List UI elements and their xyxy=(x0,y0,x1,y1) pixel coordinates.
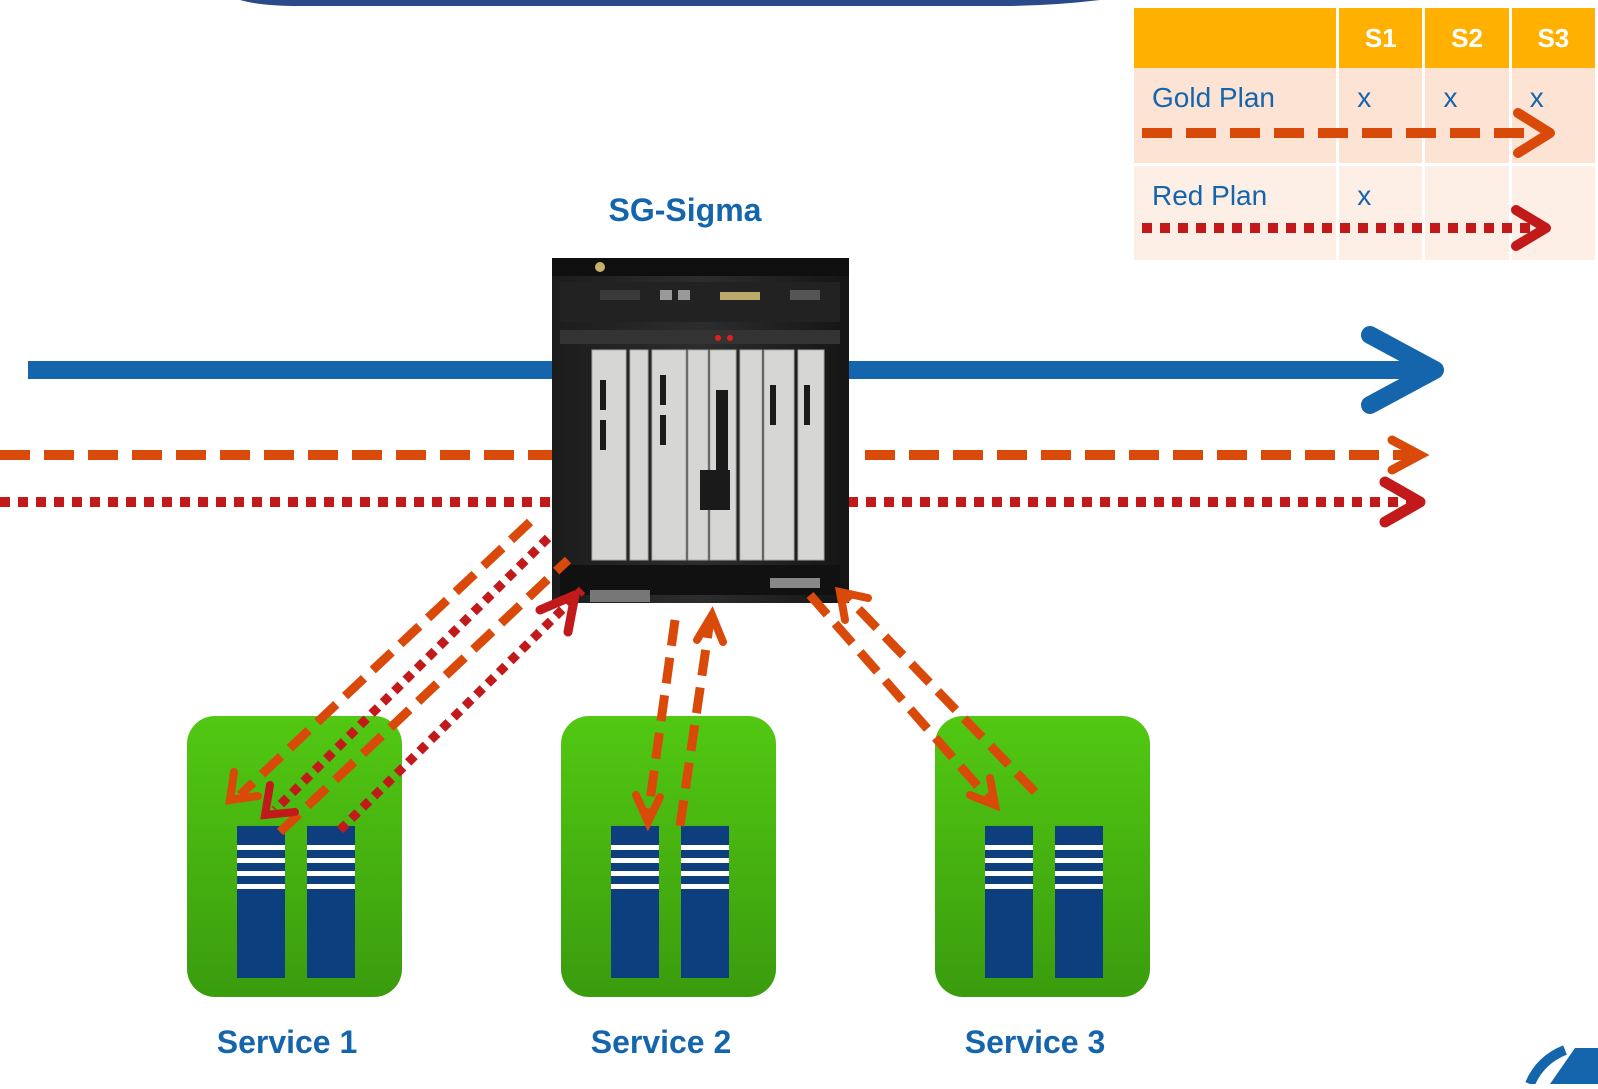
arrowhead-icon xyxy=(1387,435,1430,475)
service-1-label: Service 1 xyxy=(216,1024,358,1060)
red-plan-flow xyxy=(0,476,1426,528)
header-banner xyxy=(240,0,1100,6)
legend-header-s3: S3 xyxy=(1510,8,1598,68)
arrowhead-icon xyxy=(260,781,299,820)
legend-header-s2: S2 xyxy=(1423,8,1512,68)
legend-mark: x xyxy=(1337,68,1426,166)
main-traffic-flow xyxy=(28,326,1444,414)
arrowhead-icon xyxy=(1379,476,1426,528)
legend-row-red: Red Plan x xyxy=(1134,164,1598,260)
service-3-chain xyxy=(806,586,1039,812)
legend-mark: x xyxy=(1337,164,1426,260)
service-1-chain xyxy=(225,518,586,836)
logo-fragment xyxy=(1525,1045,1598,1087)
arrowhead-icon xyxy=(632,791,664,832)
arrowhead-icon xyxy=(966,774,1001,812)
arrowhead-icon xyxy=(1361,326,1444,414)
arrowhead-icon xyxy=(693,606,727,646)
service-2-label: Service 2 xyxy=(590,1024,732,1060)
legend-row-gold: Gold Plan x x x xyxy=(1134,68,1598,166)
gold-plan-flow xyxy=(0,435,1430,475)
device-title: SG-Sigma xyxy=(608,192,762,228)
legend-header-blank xyxy=(1134,8,1340,68)
legend-mark: x xyxy=(1510,68,1598,166)
sg-sigma-chassis xyxy=(552,258,849,603)
legend-mark: x xyxy=(1423,68,1512,166)
arrowhead-icon xyxy=(225,768,262,805)
plan-legend-table: S1 S2 S3 Gold Plan x x x Red Plan x xyxy=(1134,8,1598,260)
legend-row-name: Gold Plan xyxy=(1134,68,1340,166)
service-3-label: Service 3 xyxy=(964,1024,1106,1060)
service-2-chain xyxy=(632,606,727,832)
legend-mark xyxy=(1510,164,1598,260)
service-3-box xyxy=(935,716,1150,997)
legend-row-name: Red Plan xyxy=(1134,164,1340,260)
legend-header-s1: S1 xyxy=(1337,8,1426,68)
service-1-box xyxy=(187,716,402,997)
arrowhead-icon xyxy=(535,590,580,637)
legend-mark xyxy=(1423,164,1512,260)
service-2-box xyxy=(561,716,776,997)
arrowhead-icon xyxy=(835,586,872,624)
